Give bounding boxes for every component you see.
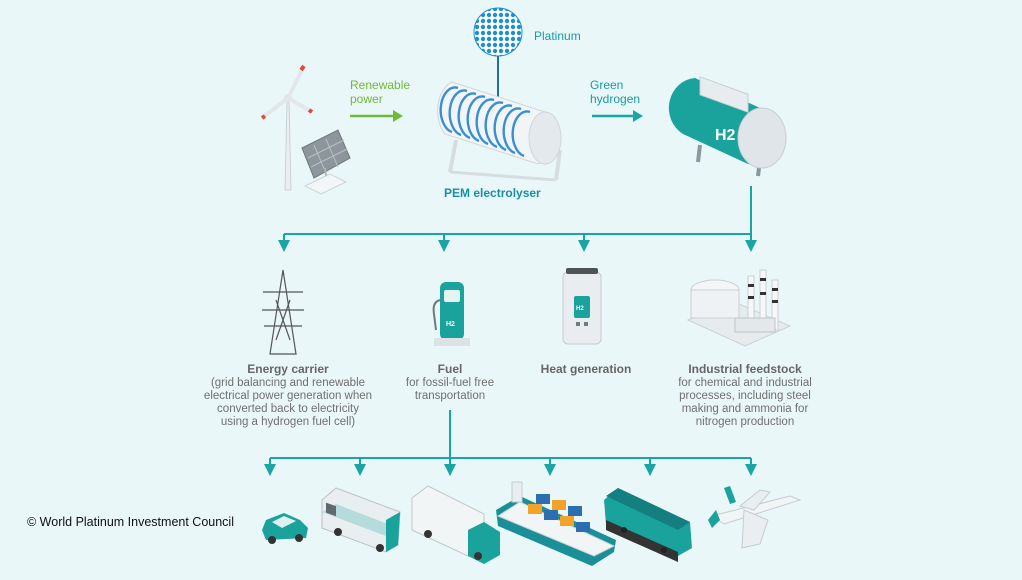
- wind-turbine-icon: [260, 64, 314, 191]
- use-energy-carrier: Energy carrier (grid balancing and renew…: [192, 363, 384, 429]
- bus-icon: [321, 487, 401, 553]
- power-pylon-icon: [262, 269, 304, 355]
- use-title: Heat generation: [540, 362, 632, 376]
- use-desc: (grid balancing and renewable electrical…: [203, 377, 373, 428]
- ship-icon: [496, 481, 616, 566]
- distribution-lines: [264, 186, 757, 476]
- use-industrial-feedstock: Industrial feedstock for chemical and in…: [670, 363, 820, 429]
- train-icon: [604, 488, 692, 562]
- green-hydrogen-label: Green hydrogen: [590, 78, 641, 106]
- use-desc: for fossil-fuel free transportation: [405, 377, 495, 402]
- h2-label: H2: [715, 127, 736, 144]
- pem-electrolyser-label: PEM electrolyser: [444, 186, 541, 200]
- use-desc: for chemical and industrial processes, i…: [678, 377, 812, 428]
- solar-panel-icon: [301, 129, 351, 195]
- use-heat-generation: Heat generation: [522, 363, 650, 377]
- heater-h2-label: H2: [576, 306, 584, 312]
- use-title: Energy carrier: [247, 362, 329, 376]
- plane-icon: [708, 486, 802, 549]
- heater-icon: H2: [562, 268, 602, 345]
- use-title: Industrial feedstock: [688, 362, 802, 376]
- industrial-plant-icon: [686, 269, 792, 347]
- renewable-power-label: Renewable power: [350, 78, 411, 106]
- hydrogen-tank-icon: H2: [668, 76, 787, 177]
- use-title: Fuel: [437, 362, 463, 376]
- truck-icon: [411, 485, 500, 564]
- fuel-pump-icon: H2: [432, 282, 470, 346]
- use-fuel: Fuel for fossil-fuel free transportation: [385, 363, 515, 403]
- car-icon: [262, 513, 308, 544]
- copyright-notice: © World Platinum Investment Council: [27, 515, 234, 529]
- pem-electrolyser-icon: [437, 81, 562, 182]
- pump-h2-label: H2: [446, 321, 455, 328]
- platinum-label: Platinum: [534, 29, 581, 43]
